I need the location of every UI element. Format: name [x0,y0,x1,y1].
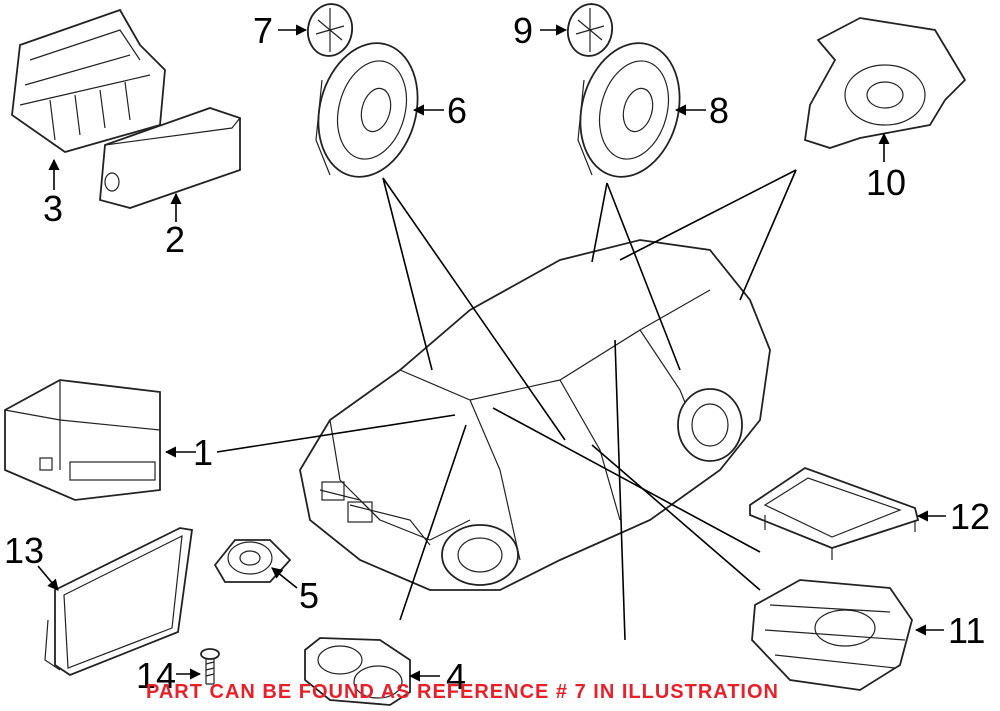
reference-banner: PART CAN BE FOUND AS REFERENCE # 7 IN IL… [146,681,779,703]
part-9-grille [566,3,614,57]
part-12-plate [749,466,920,560]
part-8-speaker [577,42,681,178]
part-14-screw [200,648,220,685]
part-1-head-unit [4,379,161,501]
leader-lines [216,169,797,641]
part-11-subwoofer [751,579,913,691]
callout-8: 8 [709,90,729,131]
vehicle-illustration [299,239,771,591]
callout-9: 9 [513,10,533,51]
part-13-display [44,527,194,677]
part-4-speaker [304,637,411,706]
callout-3: 3 [43,188,63,229]
part-2-module [99,107,241,209]
callout-6: 6 [447,90,467,131]
callout-arrows [37,24,946,682]
part-10-speaker-housing [804,17,967,149]
callout-11: 11 [948,610,985,651]
callout-2: 2 [165,219,185,260]
callout-5: 5 [299,575,319,616]
callout-10: 10 [866,162,906,203]
callout-numbers: 1 2 3 4 5 6 7 8 9 10 11 12 13 14 [4,10,990,697]
callout-14: 14 [136,655,176,696]
callout-13: 13 [4,530,44,571]
part-6-speaker [315,42,419,178]
callout-12: 12 [950,496,990,537]
callout-1: 1 [193,432,213,473]
part-7-grille [306,3,354,57]
part-3-bracket [11,8,166,153]
part-5-tweeter [213,539,292,583]
callout-7: 7 [253,10,273,51]
callout-4: 4 [446,656,466,697]
